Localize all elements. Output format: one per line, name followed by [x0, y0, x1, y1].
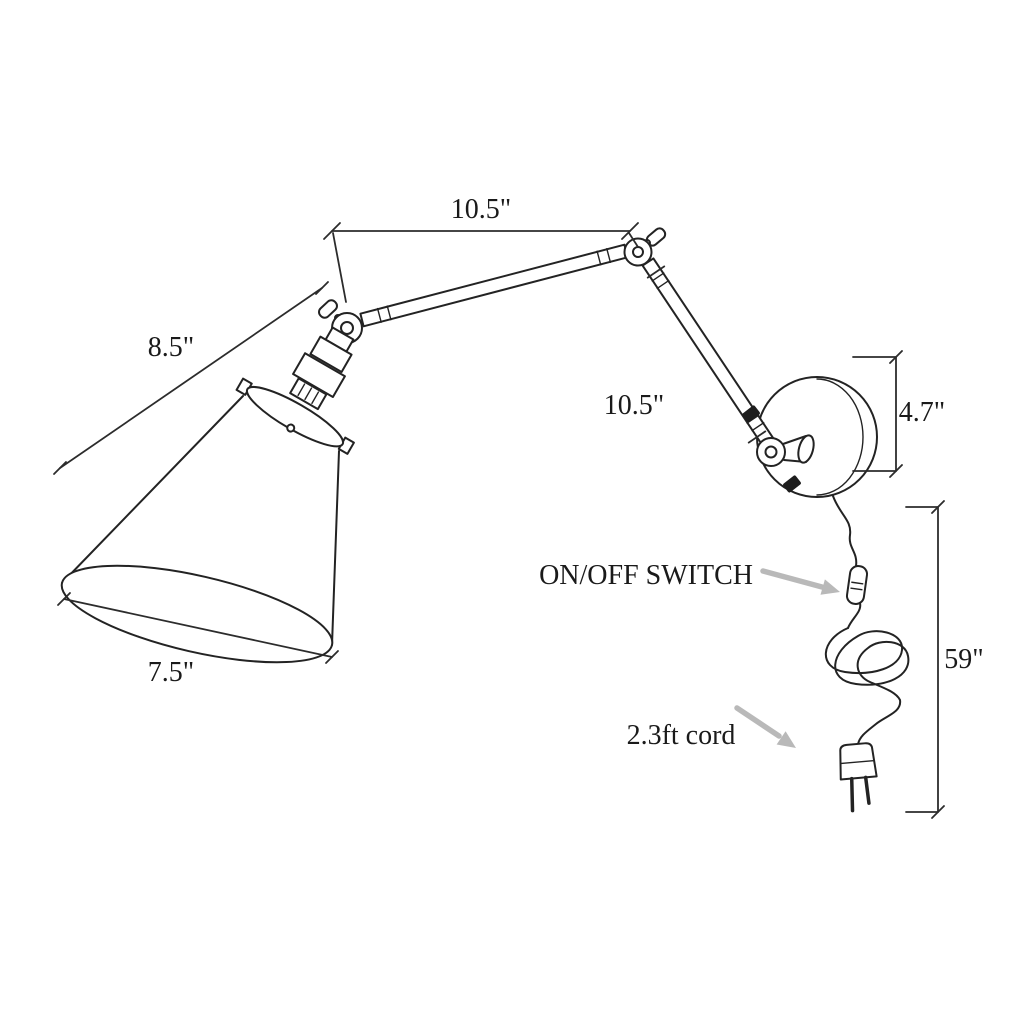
dim-shade-opening: 7.5" — [57, 592, 339, 688]
lamp-shade — [60, 395, 340, 664]
power-plug — [839, 742, 878, 813]
shade-joint-wing-screw — [318, 299, 338, 319]
cord-coil — [824, 627, 910, 745]
dim-label-cord-length: 59" — [944, 644, 983, 675]
dim-upper-arm: 10.5" — [323, 194, 639, 303]
wall-hinge — [742, 405, 815, 493]
socket-assembly — [289, 326, 355, 411]
cord-mid — [847, 602, 862, 629]
upper-arm — [359, 243, 629, 328]
dim-label-upper-arm: 10.5" — [451, 194, 511, 225]
cord-arrow — [734, 705, 782, 739]
shade-fitter — [235, 377, 355, 455]
plug-prong-right — [863, 775, 871, 805]
wall-plate — [756, 376, 878, 498]
switch-arrowhead — [820, 579, 840, 595]
cord-upper — [832, 495, 858, 567]
power-cord — [824, 495, 910, 813]
top-joint — [623, 227, 667, 267]
dim-backplate: 4.7" — [852, 350, 945, 478]
dim-label-shade-opening: 7.5" — [148, 657, 194, 688]
dim-shade-slant: 8.5" — [53, 281, 329, 475]
thumb-screw-bottom — [783, 475, 801, 493]
switch-label: ON/OFF SWITCH — [539, 560, 753, 591]
dim-lower-arm: 10.5" — [604, 265, 767, 444]
thumb-screw-top — [742, 405, 760, 423]
switch-arrow — [760, 568, 825, 590]
plug-prong-left — [849, 776, 855, 813]
inline-switch — [845, 565, 869, 605]
cord-label: 2.3ft cord — [627, 720, 736, 751]
dim-label-shade-slant: 8.5" — [148, 332, 194, 363]
dim-label-lower-arm: 10.5" — [604, 390, 664, 421]
cord-arrowhead — [776, 731, 796, 748]
dim-label-backplate: 4.7" — [899, 397, 945, 428]
dim-cord-length: 59" — [905, 500, 984, 819]
shade-rim — [60, 564, 334, 664]
annotation-switch: ON/OFF SWITCH — [539, 560, 840, 595]
annotation-cord: 2.3ft cord — [627, 705, 796, 751]
